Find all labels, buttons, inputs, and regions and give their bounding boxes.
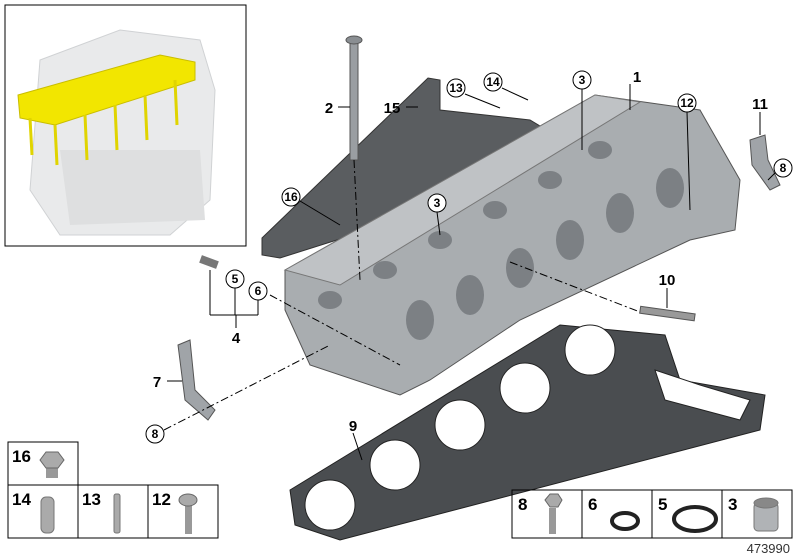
callout-13: 13 (446, 78, 466, 98)
hex-plug-icon (39, 451, 65, 478)
image-number: 473990 (747, 541, 790, 556)
cylinder-head-bolt (349, 39, 359, 161)
callout-12: 12 (677, 93, 697, 113)
engine-overview-inset (4, 4, 247, 247)
svg-text:3: 3 (728, 495, 737, 514)
callout-3-top: 3 (572, 70, 592, 90)
svg-text:6: 6 (255, 284, 262, 298)
svg-text:8: 8 (152, 427, 159, 441)
callout-15: 15 (384, 100, 401, 117)
callout-3-mid: 3 (427, 193, 447, 213)
parts-box-3: 3 (728, 495, 779, 532)
parts-box-13: 13 (82, 490, 121, 534)
highlighted-cylinder-head (17, 54, 196, 126)
parts-box-5: 5 (658, 495, 718, 533)
svg-text:14: 14 (12, 490, 31, 509)
stud-icon (113, 493, 121, 534)
hex-bolt-icon (544, 493, 563, 534)
cylinder-head-gasket (289, 324, 766, 541)
parts-box-16: 16 (12, 447, 65, 478)
svg-text:12: 12 (152, 490, 171, 509)
bracket-11 (749, 134, 781, 191)
svg-text:8: 8 (518, 495, 527, 514)
sleeve-icon (753, 497, 779, 532)
parts-box-14: 14 (12, 490, 55, 534)
parts-box-12: 12 (152, 490, 198, 534)
part-10 (639, 305, 696, 322)
svg-text:12: 12 (680, 96, 694, 110)
dowel-pin-icon (40, 496, 55, 534)
sensor-part (199, 255, 219, 269)
callout-16: 16 (281, 187, 301, 207)
callout-8-right: 8 (773, 158, 793, 178)
svg-text:3: 3 (434, 196, 441, 210)
parts-box-6: 6 (588, 495, 640, 531)
callout-8-left: 8 (145, 424, 165, 444)
callout-9: 9 (349, 418, 357, 435)
callout-14: 14 (483, 72, 503, 92)
callouts: 1 2 15 13 14 3 12 11 8 16 3 5 6 4 10 7 8… (145, 69, 793, 444)
callout-2: 2 (325, 100, 333, 117)
bracket-7 (177, 339, 216, 421)
svg-text:13: 13 (449, 81, 463, 95)
callout-7: 7 (153, 374, 161, 391)
svg-text:5: 5 (232, 272, 239, 286)
svg-text:3: 3 (579, 73, 586, 87)
svg-text:6: 6 (588, 495, 597, 514)
parts-boxes-right (511, 489, 793, 539)
callout-5: 5 (225, 269, 245, 289)
torx-bolt-icon (178, 493, 198, 534)
callout-1: 1 (633, 69, 641, 86)
svg-text:8: 8 (780, 161, 787, 175)
svg-text:14: 14 (486, 75, 500, 89)
svg-text:5: 5 (658, 495, 667, 514)
leader-lines (163, 84, 777, 461)
callout-10: 10 (659, 272, 676, 289)
svg-text:13: 13 (82, 490, 101, 509)
large-o-ring-icon (672, 505, 718, 533)
callout-11: 11 (752, 96, 768, 113)
callout-4: 4 (232, 330, 241, 347)
svg-text:16: 16 (12, 447, 31, 466)
small-o-ring-icon (610, 511, 640, 531)
parts-box-8: 8 (518, 493, 563, 534)
svg-text:16: 16 (284, 190, 298, 204)
callout-6: 6 (248, 281, 268, 301)
parts-boxes-left (7, 441, 219, 539)
